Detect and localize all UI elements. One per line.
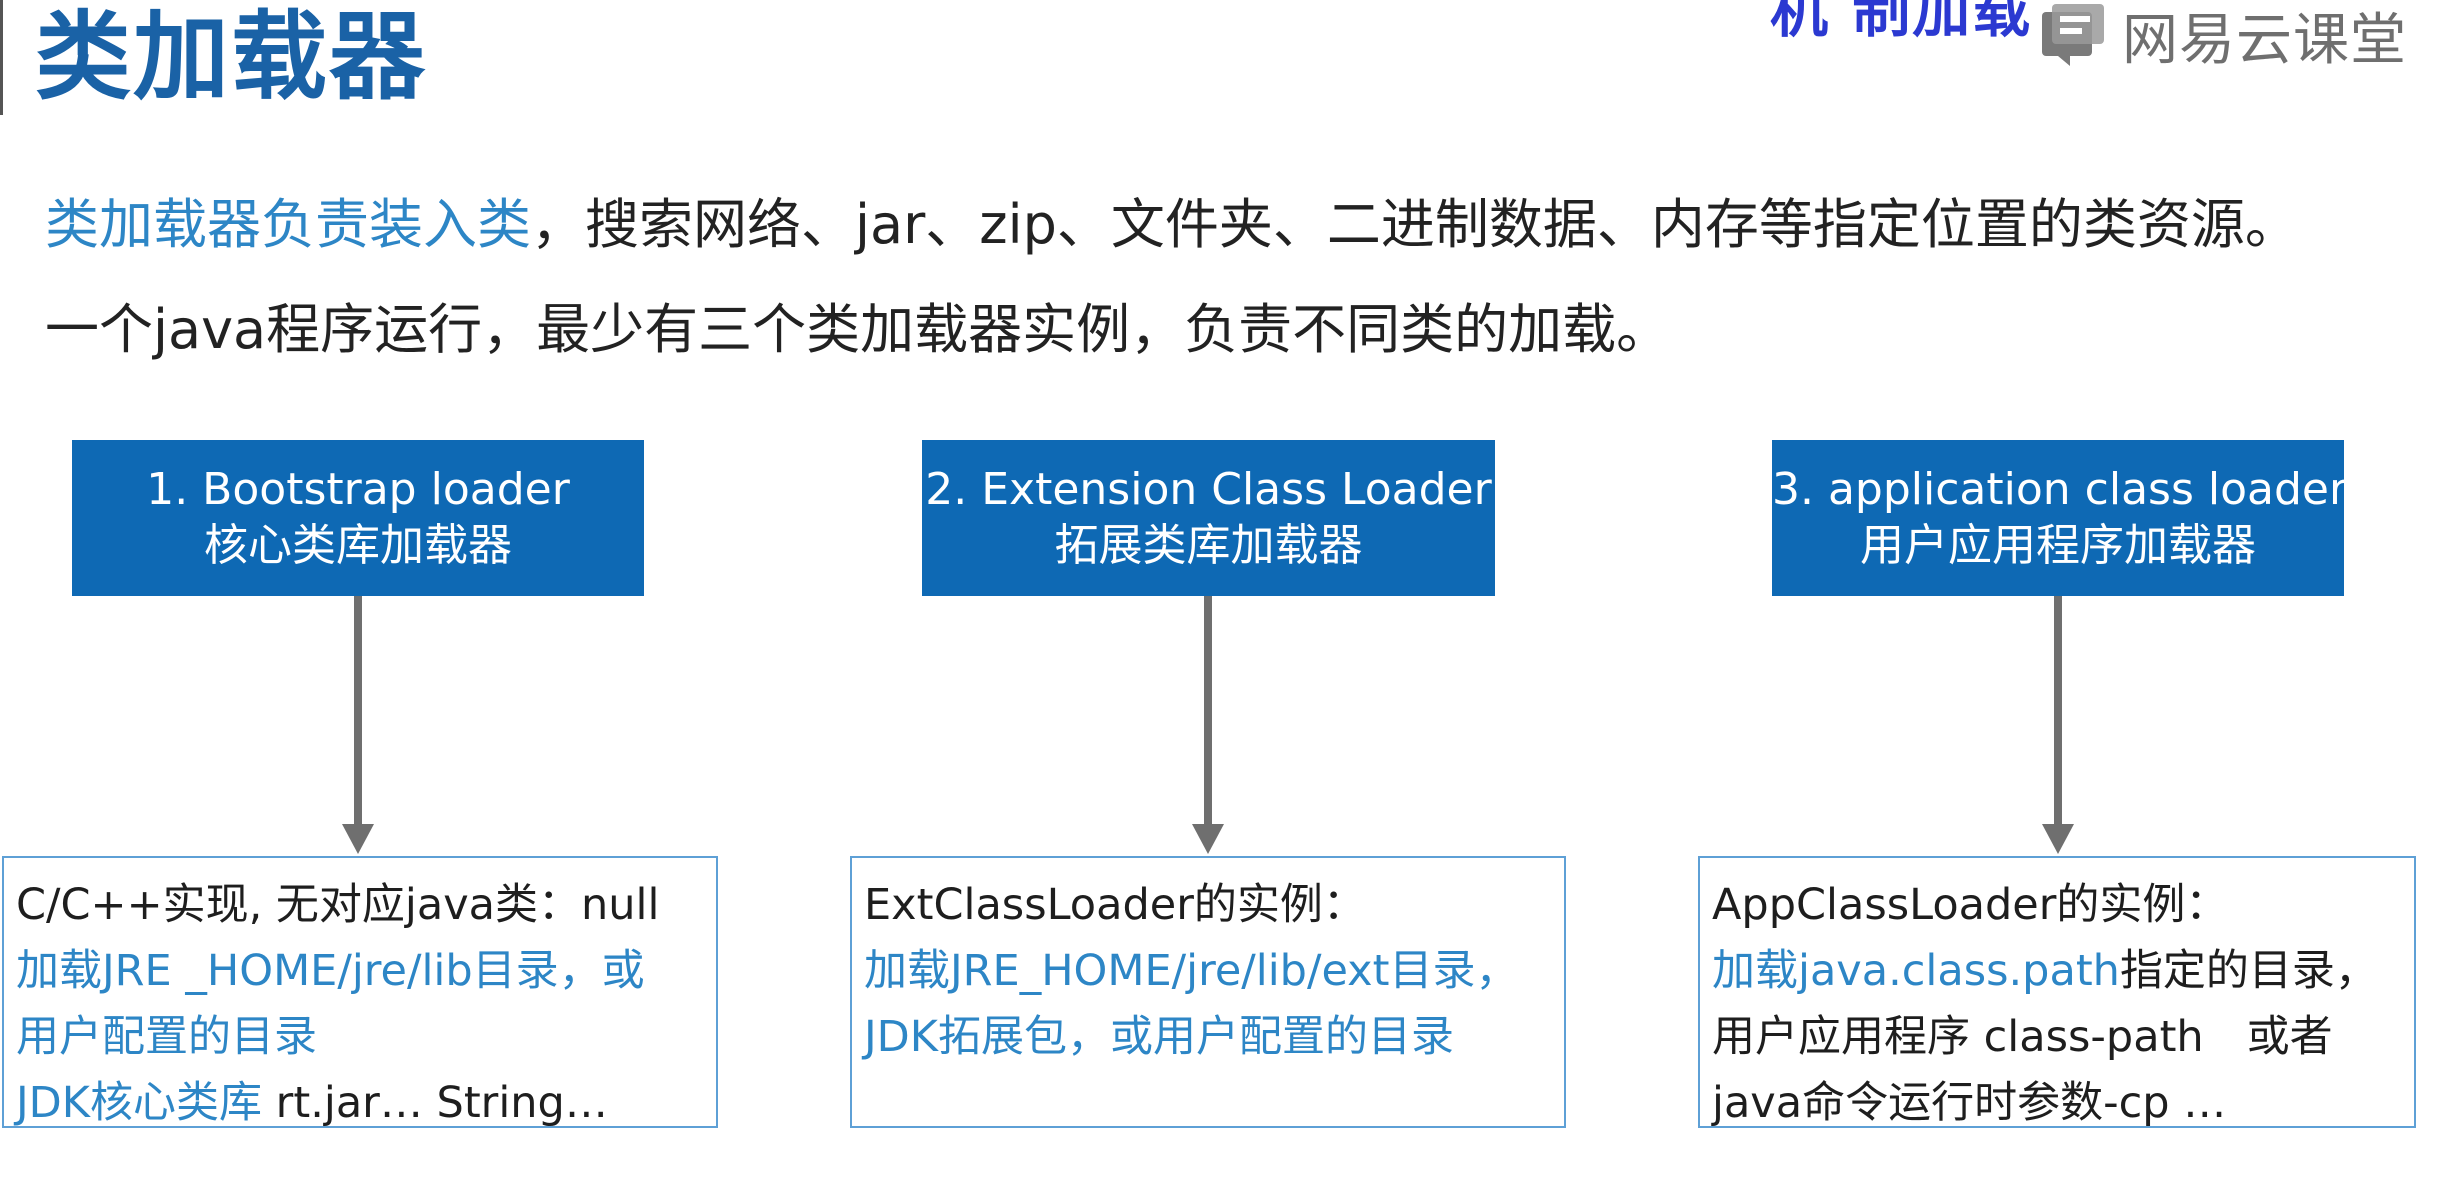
detail-line: 加载JRE_HOME/jre/lib/ext目录，	[864, 946, 1519, 996]
intro-highlight: 类加载器负责装入类	[45, 193, 531, 256]
detail-line: 用户应用程序 class-path 或者	[1712, 1012, 2333, 1062]
slide-title: 类加载器	[35, 1, 427, 113]
application-loader-box: 3. application class loader 用户应用程序加载器	[1772, 440, 2348, 596]
loader-title-cn: 核心类库加载器	[204, 520, 512, 571]
detail-text: rt.jar… String…	[262, 1078, 608, 1128]
cropped-top-banner-text: 机 制加载	[1770, 0, 2033, 45]
detail-line: C/C++实现, 无对应java类：null	[16, 880, 660, 930]
extension-detail-box: ExtClassLoader的实例： 加载JRE_HOME/jre/lib/ex…	[850, 856, 1566, 1128]
bootstrap-loader-box: 1. Bootstrap loader 核心类库加载器	[72, 440, 644, 596]
logo: 网易云课堂	[2040, 0, 2407, 73]
detail-line: ExtClassLoader的实例：	[864, 880, 1366, 930]
detail-line: 加载java.class.path指定的目录，	[1712, 938, 2414, 1004]
down-arrow-icon	[1192, 596, 1224, 854]
detail-highlight: 加载java.class.path	[1712, 946, 2120, 996]
detail-text: 指定的目录，	[2119, 946, 2378, 996]
down-arrow-icon	[342, 596, 374, 854]
detail-line: 加载JRE _HOME/jre/lib目录，或	[16, 946, 645, 996]
intro-line-1: 类加载器负责装入类，搜索网络、jar、zip、文件夹、二进制数据、内存等指定位置…	[45, 190, 2299, 260]
loader-title-en: 2. Extension Class Loader	[925, 464, 1492, 515]
logo-text: 网易云课堂	[2122, 7, 2407, 73]
loader-title-en: 3. application class loader	[1772, 464, 2348, 515]
loader-title-cn: 用户应用程序加载器	[1860, 520, 2256, 571]
slide-left-accent-bar	[0, 0, 3, 115]
extension-loader-box: 2. Extension Class Loader 拓展类库加载器	[922, 440, 1495, 596]
intro-line-1-rest: ，搜索网络、jar、zip、文件夹、二进制数据、内存等指定位置的类资源。	[531, 193, 2299, 256]
intro-line-2: 一个java程序运行，最少有三个类加载器实例，负责不同类的加载。	[45, 298, 1671, 361]
detail-highlight: JDK核心类库	[16, 1078, 262, 1128]
detail-line: JDK核心类库 rt.jar… String…	[16, 1070, 716, 1136]
loader-title-cn: 拓展类库加载器	[1054, 520, 1363, 571]
netease-cloud-classroom-logo-icon	[2042, 4, 2104, 66]
loader-title-en: 1. Bootstrap loader	[146, 464, 570, 515]
detail-line: AppClassLoader的实例：	[1712, 880, 2229, 930]
detail-line: java命令运行时参数-cp …	[1712, 1078, 2227, 1128]
detail-line: 用户配置的目录	[16, 1012, 317, 1062]
bootstrap-detail-box: C/C++实现, 无对应java类：null 加载JRE _HOME/jre/l…	[2, 856, 718, 1128]
detail-line: JDK拓展包，或用户配置的目录	[864, 1012, 1454, 1062]
down-arrow-icon	[2042, 596, 2074, 854]
application-detail-box: AppClassLoader的实例： 加载java.class.path指定的目…	[1698, 856, 2416, 1128]
